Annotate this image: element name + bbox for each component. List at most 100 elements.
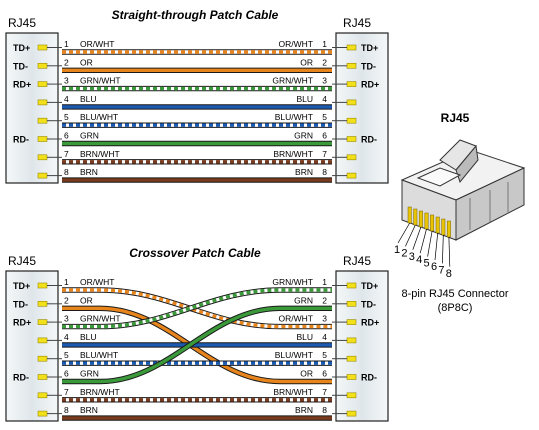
crossover-wire-num-6: 6 bbox=[64, 369, 69, 379]
crossover-right-pin-1 bbox=[346, 282, 357, 289]
straight-left-label: RJ45 bbox=[8, 16, 36, 30]
straight-right-pin-label-1: TD+ bbox=[361, 43, 378, 53]
plug-pin-number-8: 8 bbox=[446, 268, 452, 280]
straight-right-pin-label-3: RD+ bbox=[361, 80, 379, 90]
straight-left-connector bbox=[5, 32, 59, 184]
plug-contact-2 bbox=[413, 208, 418, 226]
crossover-left-pin-label-3: RD+ bbox=[13, 318, 31, 328]
crossover-wire-num-1: 1 bbox=[64, 277, 69, 287]
crossover-right-pin-6 bbox=[346, 374, 357, 380]
crossover-left-pin-label-2: TD- bbox=[13, 299, 28, 309]
plug-contact-6 bbox=[435, 216, 440, 234]
plug-contact-5 bbox=[430, 214, 435, 232]
crossover-wire-3 bbox=[62, 288, 332, 329]
connector-title: RJ45 bbox=[441, 111, 470, 125]
straight-right-pin-label-6: RD- bbox=[361, 135, 377, 145]
straight-wire-left-label-3: GRN/WHT bbox=[80, 76, 121, 86]
crossover-wire-left-label-7: BRN/WHT bbox=[80, 387, 120, 397]
connector-caption-line2: (8P8C) bbox=[438, 302, 473, 314]
crossover-wire-right-num-3: 3 bbox=[322, 314, 327, 324]
crossover-wire-right-label-2: GRN bbox=[294, 295, 313, 305]
straight-wire-left-label-7: BRN/WHT bbox=[80, 149, 120, 159]
straight-left-pin-2 bbox=[37, 62, 48, 69]
straight-wire-right-num-8: 8 bbox=[322, 167, 327, 177]
straight-right-pin-8 bbox=[346, 172, 357, 179]
straight-left-pin-4 bbox=[37, 99, 48, 106]
crossover-left-connector bbox=[5, 270, 59, 422]
crossover-wire-left-label-3: GRN/WHT bbox=[80, 314, 121, 324]
crossover-wire-left-label-4: BLU bbox=[80, 332, 97, 342]
plug-pin-number-1: 1 bbox=[394, 244, 400, 256]
crossover-wire-num-7: 7 bbox=[64, 387, 69, 397]
straight-right-pin-6 bbox=[346, 136, 357, 142]
plug-pin-number-5: 5 bbox=[424, 258, 430, 270]
straight-right-pin-1 bbox=[346, 44, 357, 51]
crossover-right-pin-4 bbox=[346, 337, 357, 344]
straight-right-pin-2 bbox=[346, 62, 357, 69]
straight-left-pin-7 bbox=[37, 154, 48, 161]
crossover-left-pin-7 bbox=[37, 392, 48, 399]
straight-wire-num-7: 7 bbox=[64, 149, 69, 159]
crossover-wire-num-8: 8 bbox=[64, 405, 69, 415]
straight-wire-num-2: 2 bbox=[64, 57, 69, 67]
straight-wire-num-1: 1 bbox=[64, 39, 69, 49]
crossover-left-pin-1 bbox=[37, 282, 48, 289]
crossover-right-pin-label-2: TD- bbox=[361, 299, 376, 309]
crossover-wire-right-label-1: GRN/WHT bbox=[272, 277, 313, 287]
crossover-left-label: RJ45 bbox=[8, 254, 36, 268]
straight-right-pin-3 bbox=[346, 81, 357, 87]
straight-left-pin-5 bbox=[37, 117, 48, 124]
straight-wire-right-num-5: 5 bbox=[322, 112, 327, 122]
straight-wire-right-label-5: BLU/WHT bbox=[275, 112, 313, 122]
plug-pin-number-6: 6 bbox=[431, 261, 437, 273]
straight-wire-right-num-2: 2 bbox=[322, 57, 327, 67]
plug-pin-number-4: 4 bbox=[416, 254, 422, 266]
plug-leader-7 bbox=[442, 234, 444, 264]
crossover-wire-right-num-5: 5 bbox=[322, 350, 327, 360]
crossover-wire-1 bbox=[62, 288, 332, 329]
straight-wire-right-label-8: BRN bbox=[295, 167, 313, 177]
straight-title: Straight-through Patch Cable bbox=[112, 8, 279, 22]
straight-wire-left-label-8: BRN bbox=[80, 167, 98, 177]
crossover-wire-right-label-6: OR bbox=[300, 369, 313, 379]
straight-right-pin-4 bbox=[346, 99, 357, 106]
straight-wire-num-8: 8 bbox=[64, 167, 69, 177]
crossover-wire-num-3: 3 bbox=[64, 314, 69, 324]
crossover-wire-right-label-8: BRN bbox=[295, 405, 313, 415]
straight-wire-left-label-2: OR bbox=[80, 57, 93, 67]
plug-contact-8 bbox=[446, 220, 451, 238]
plug-contact-1 bbox=[407, 206, 412, 224]
straight-wire-right-num-4: 4 bbox=[322, 94, 327, 104]
crossover-wire-right-num-6: 6 bbox=[322, 369, 327, 379]
crossover-right-pin-7 bbox=[346, 392, 357, 399]
straight-wire-left-label-6: GRN bbox=[80, 131, 99, 141]
straight-right-label: RJ45 bbox=[343, 16, 371, 30]
crossover-left-pin-5 bbox=[37, 355, 48, 362]
crossover-right-pin-label-1: TD+ bbox=[361, 281, 378, 291]
crossover-wire-num-5: 5 bbox=[64, 350, 69, 360]
straight-left-pin-label-6: RD- bbox=[13, 135, 29, 145]
crossover-wire-6 bbox=[62, 306, 332, 384]
crossover-left-pin-3 bbox=[37, 319, 48, 325]
crossover-wire-right-label-7: BRN/WHT bbox=[273, 387, 313, 397]
crossover-left-pin-8 bbox=[37, 410, 48, 417]
straight-wire-left-label-5: BLU/WHT bbox=[80, 112, 118, 122]
straight-right-connector bbox=[335, 32, 389, 184]
straight-wire-right-num-7: 7 bbox=[322, 149, 327, 159]
crossover-wire-num-2: 2 bbox=[64, 295, 69, 305]
straight-wire-left-label-1: OR/WHT bbox=[80, 39, 114, 49]
crossover-right-label: RJ45 bbox=[343, 254, 371, 268]
crossover-left-pin-label-6: RD- bbox=[13, 373, 29, 383]
straight-right-pin-5 bbox=[346, 117, 357, 124]
crossover-wire-left-label-6: GRN bbox=[80, 369, 99, 379]
straight-wire-right-label-2: OR bbox=[300, 57, 313, 67]
plug-leader-8 bbox=[448, 236, 451, 267]
connector-caption-line1: 8-pin RJ45 Connector bbox=[401, 288, 508, 300]
straight-wire-right-label-3: GRN/WHT bbox=[272, 76, 313, 86]
crossover-right-pin-3 bbox=[346, 319, 357, 325]
straight-wire-num-3: 3 bbox=[64, 76, 69, 86]
